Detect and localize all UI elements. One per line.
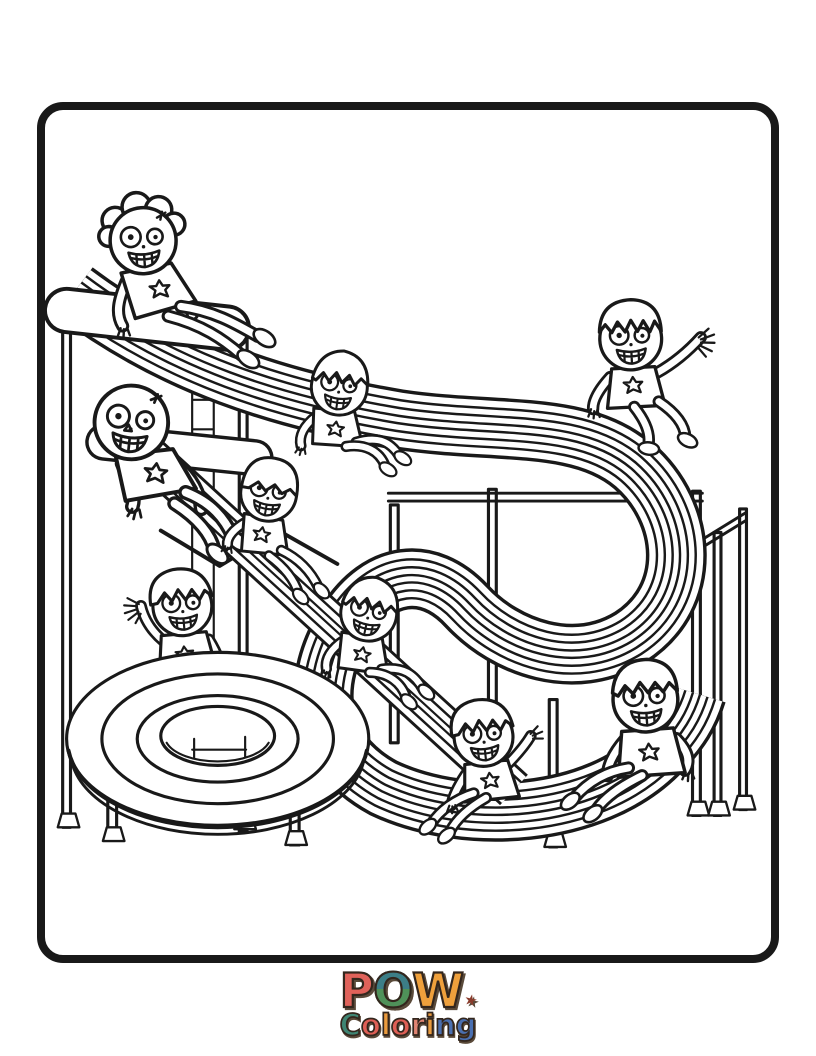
logo-star-icon: ★ [462, 989, 479, 1011]
logo-letter: o [360, 1008, 382, 1042]
logo-coloring-letters: Coloring [339, 1008, 478, 1042]
slide-illustration [45, 190, 757, 849]
logo-letter: n [434, 1008, 456, 1042]
logo-letter: P [339, 964, 376, 1019]
zombie-bowlcut [220, 456, 331, 606]
logo-word-coloring: Coloring [0, 1008, 816, 1042]
zombie-bald [88, 379, 250, 566]
zombie-spiky-upper [294, 349, 413, 478]
zombie-waving [586, 298, 716, 457]
zombie-shorthair [559, 657, 696, 824]
logo-letter: g [455, 1008, 477, 1042]
logo-letter: o [390, 1008, 412, 1042]
inflatable-ring [65, 650, 371, 847]
logo-word-pow: POW★ [0, 967, 816, 1016]
logo-letter: i [424, 1008, 436, 1042]
logo-letter: C [339, 1008, 362, 1042]
zombie-spiky-lower [319, 575, 436, 711]
logo-letter: O [372, 964, 414, 1019]
logo-letter: W [411, 964, 465, 1019]
zombie-curly [97, 190, 277, 370]
pow-coloring-logo: POW★ Coloring [0, 967, 816, 1042]
logo-pow-letters: POW [339, 964, 465, 1019]
zombie-messy [418, 698, 544, 845]
logo-letter: r [410, 1008, 426, 1042]
logo-letter: l [380, 1008, 392, 1042]
coloring-page-frame [37, 102, 779, 963]
